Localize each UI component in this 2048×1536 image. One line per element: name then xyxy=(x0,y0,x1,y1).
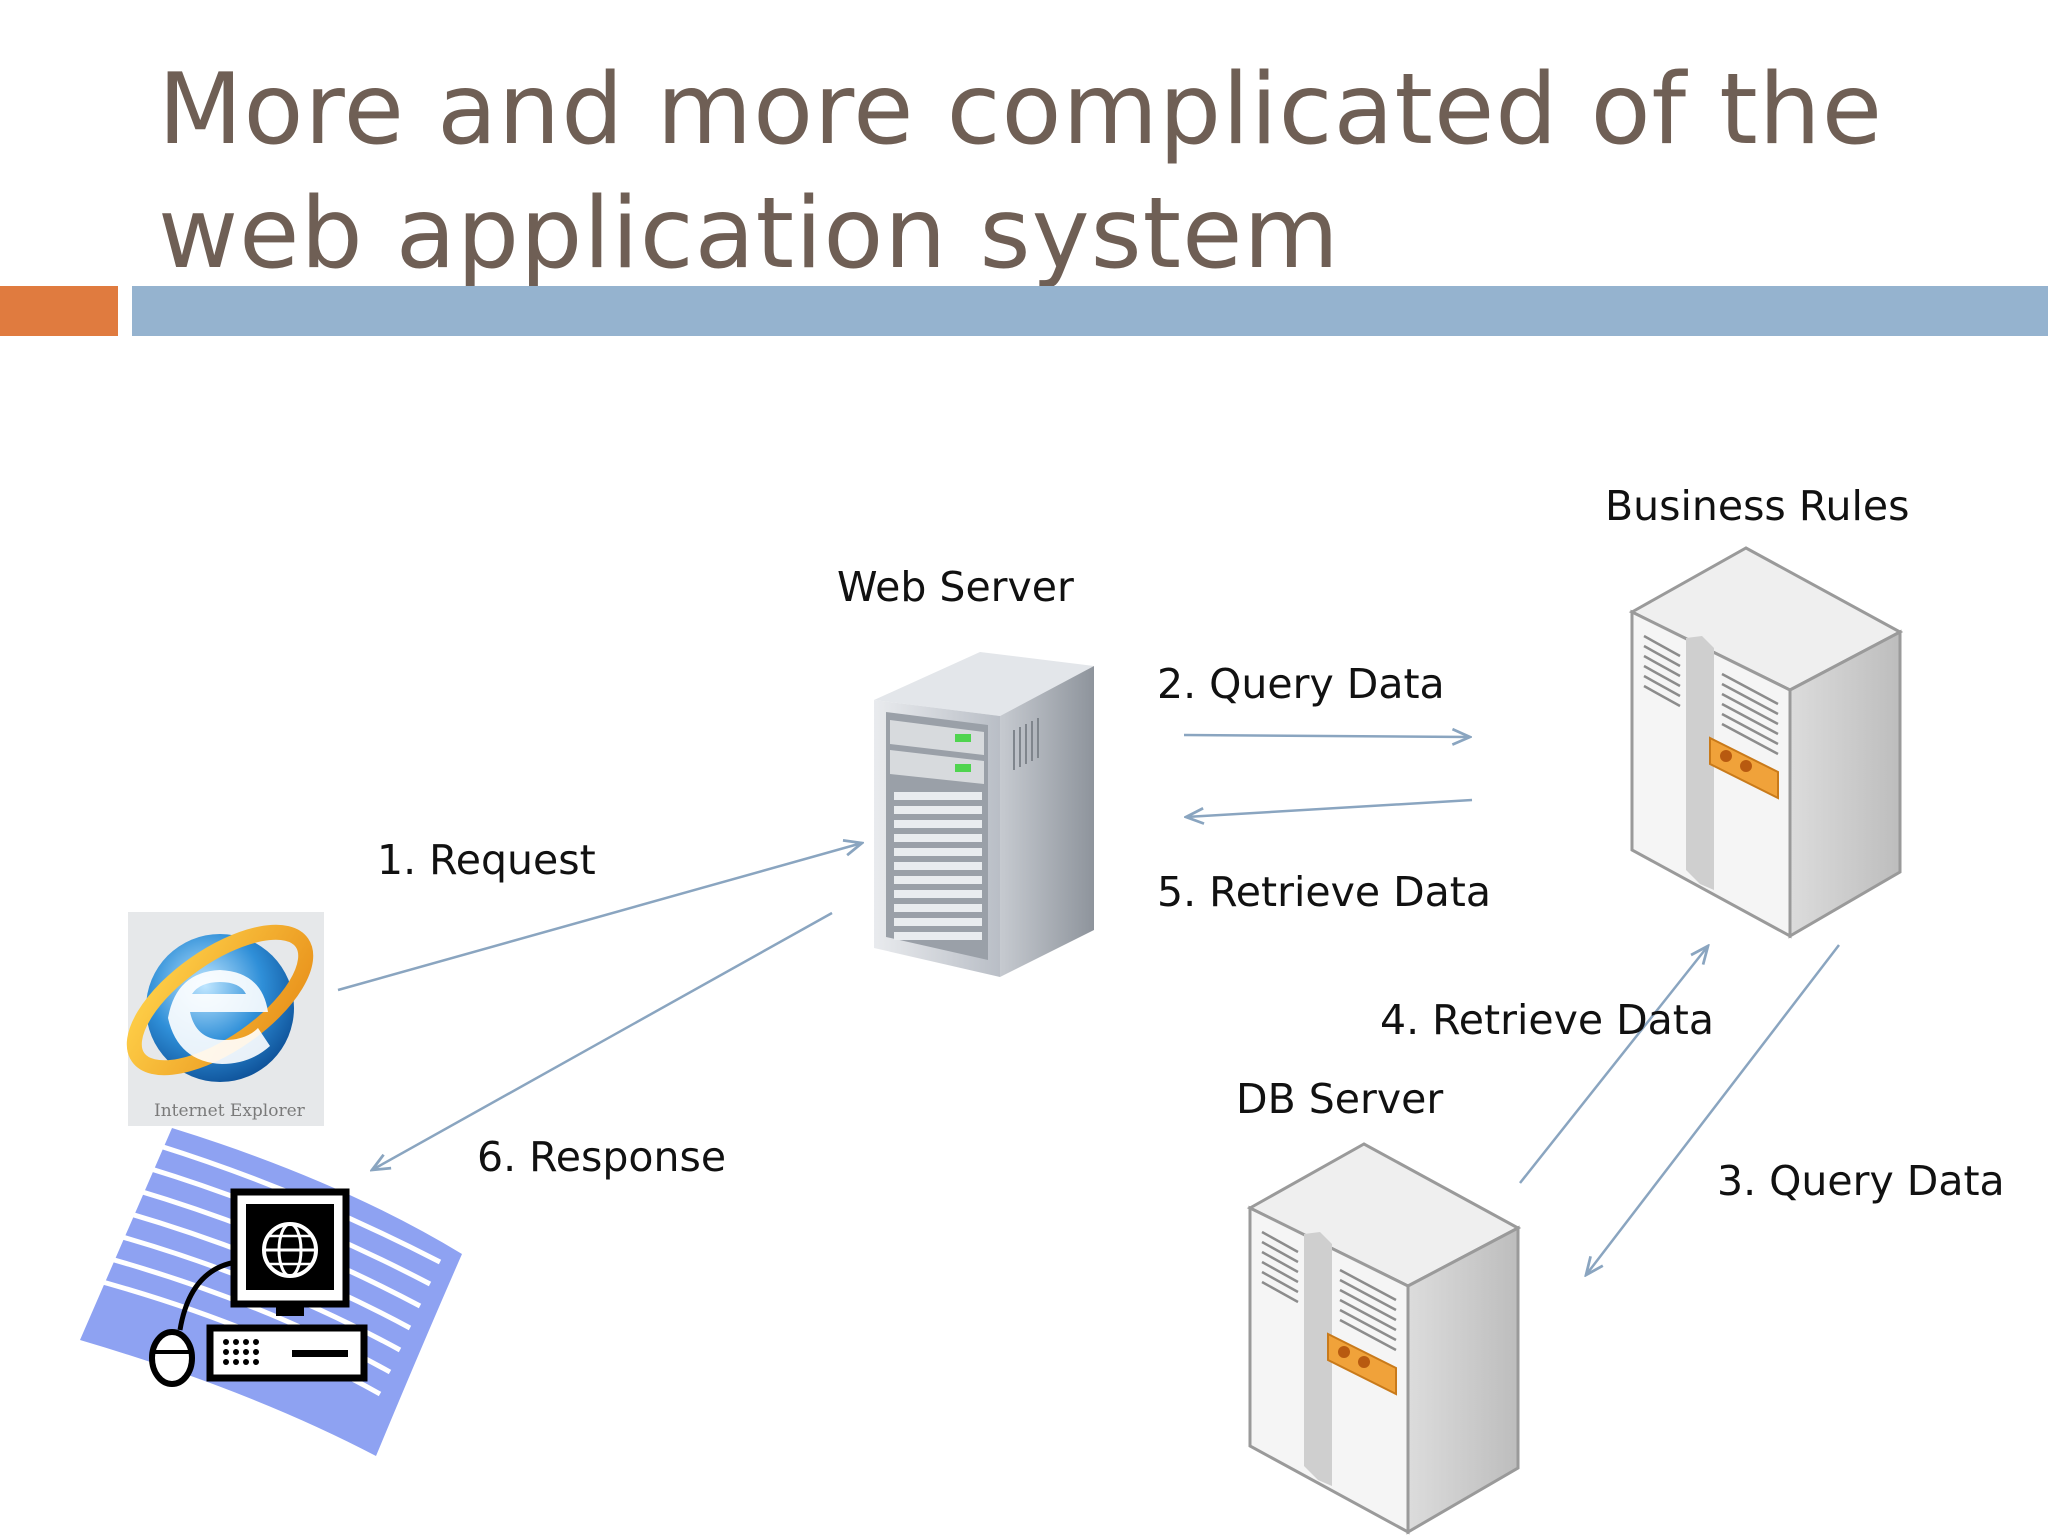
arrow-request xyxy=(337,843,862,992)
title-accent-blue xyxy=(132,286,2048,336)
arrow-query-data-3 xyxy=(1586,944,1840,1275)
label-request: 1. Request xyxy=(377,836,596,884)
label-web-server: Web Server xyxy=(837,563,1074,611)
title-accent-orange xyxy=(0,286,118,336)
arrow-retrieve-data-4 xyxy=(1519,946,1708,1184)
ie-caption: Internet Explorer xyxy=(154,1101,306,1121)
db-server-icon xyxy=(1246,1142,1522,1535)
arrow-retrieve-data-5 xyxy=(1186,798,1473,817)
label-business-rules: Business Rules xyxy=(1605,482,1910,530)
label-retrieve-data-5: 5. Retrieve Data xyxy=(1157,868,1491,916)
label-db-server: DB Server xyxy=(1236,1075,1444,1123)
client-computer-icon xyxy=(80,1128,462,1456)
label-query-data-2: 2. Query Data xyxy=(1157,660,1445,708)
internet-explorer-icon xyxy=(126,912,324,1126)
label-retrieve-data-4: 4. Retrieve Data xyxy=(1380,996,1714,1044)
slide-title: More and more complicated of the web app… xyxy=(158,48,1958,296)
label-query-data-3: 3. Query Data xyxy=(1717,1157,2005,1205)
arrow-query-data-2 xyxy=(1183,735,1470,737)
arrow-response xyxy=(372,911,833,1170)
title-line-2: web application system xyxy=(158,177,1340,291)
web-server-icon xyxy=(874,652,1094,977)
label-response: 6. Response xyxy=(477,1133,727,1181)
business-rules-server-icon xyxy=(1628,546,1904,939)
title-line-1: More and more complicated of the xyxy=(158,53,1884,167)
